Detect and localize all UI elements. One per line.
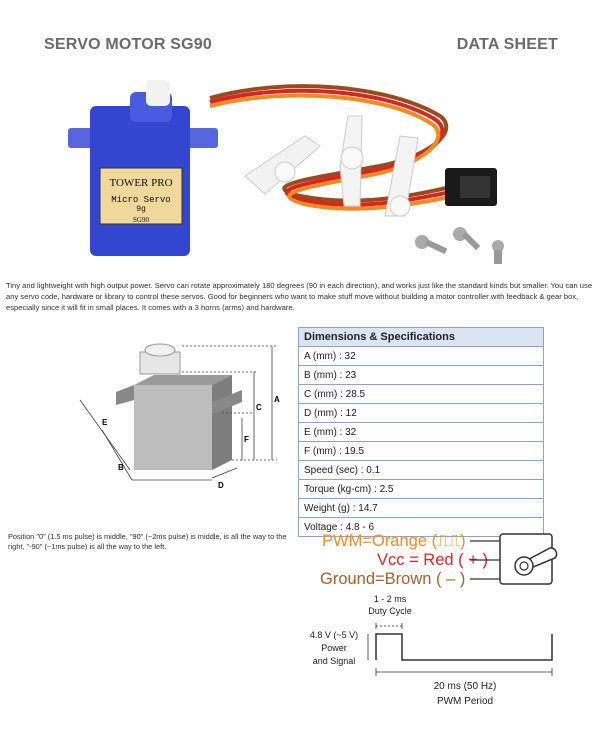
brand-line2: Micro Servo (111, 195, 170, 205)
pwm-waveform (367, 623, 553, 676)
diagram-tab-left (116, 385, 134, 405)
spec-row: Voltage : 4.8 - 6 (298, 517, 544, 537)
spec-row: C (mm) : 28.5 (298, 384, 544, 404)
intro-paragraph: Tiny and lightweight with high output po… (6, 281, 593, 312)
signal-label: and Signal (312, 656, 356, 666)
period-time: 20 ms (50 Hz) (433, 681, 497, 692)
dim-label-a: A (274, 395, 280, 404)
spec-row: Speed (sec) : 0.1 (298, 460, 544, 480)
spec-row: D (mm) : 12 (298, 403, 544, 423)
spec-row: B (mm) : 23 (298, 365, 544, 385)
red-wire (209, 88, 456, 207)
power-label: Power (321, 643, 347, 653)
screws (415, 227, 504, 264)
page-title: SERVO MOTOR SG90 (44, 36, 212, 53)
pwm-timing-diagram: 1 - 2 ms Duty Cycle 4.8 V (~5 V) Power a… (300, 590, 580, 720)
vcc-wire-label: Vcc = Red ( + ) (377, 551, 488, 569)
dim-label-d: D (218, 481, 224, 490)
servo-photo: TOWER PRO Micro Servo 9g SG90 (68, 80, 504, 264)
spec-row: F (mm) : 19.5 (298, 441, 544, 461)
diagram-tab-right (212, 390, 242, 414)
brand-line1: TOWER PRO (109, 177, 172, 189)
servo-label (99, 167, 183, 225)
model-label: SG90 (133, 216, 149, 224)
spec-row: Weight (g) : 14.7 (298, 498, 544, 518)
specs-header: Dimensions & Specifications (298, 327, 544, 347)
spec-row: Torque (kg-cm) : 2.5 (298, 479, 544, 499)
specs-table: Dimensions & Specifications A (mm) : 32 … (298, 327, 544, 537)
pwm-wire-label: PWM=Orange (⎍⎍) (322, 532, 466, 550)
dimension-diagram: A C F E B D (79, 343, 280, 490)
diagram-body (134, 385, 212, 470)
orange-wire (209, 93, 456, 211)
period-label: PWM Period (436, 696, 494, 707)
servo-horn-icon (470, 533, 558, 585)
duty-label: Duty Cycle (368, 606, 412, 616)
spec-row: A (mm) : 32 (298, 346, 544, 366)
position-note: Position "0" (1.5 ms pulse) is middle, "… (8, 532, 287, 551)
spec-row: E (mm) : 32 (298, 422, 544, 442)
dim-label-f: F (244, 435, 249, 444)
servo-shaft (146, 80, 170, 106)
ground-wire-label: Ground=Brown ( – ) (320, 570, 466, 588)
brand-line3: 9g (136, 205, 146, 214)
dim-label-b: B (118, 463, 124, 472)
duty-time: 1 - 2 ms (373, 594, 407, 604)
data-sheet-label: DATA SHEET (456, 36, 558, 53)
dim-label-e: E (102, 418, 108, 427)
dim-label-c: C (256, 403, 262, 412)
voltage-label: 4.8 V (~5 V) (309, 630, 359, 640)
